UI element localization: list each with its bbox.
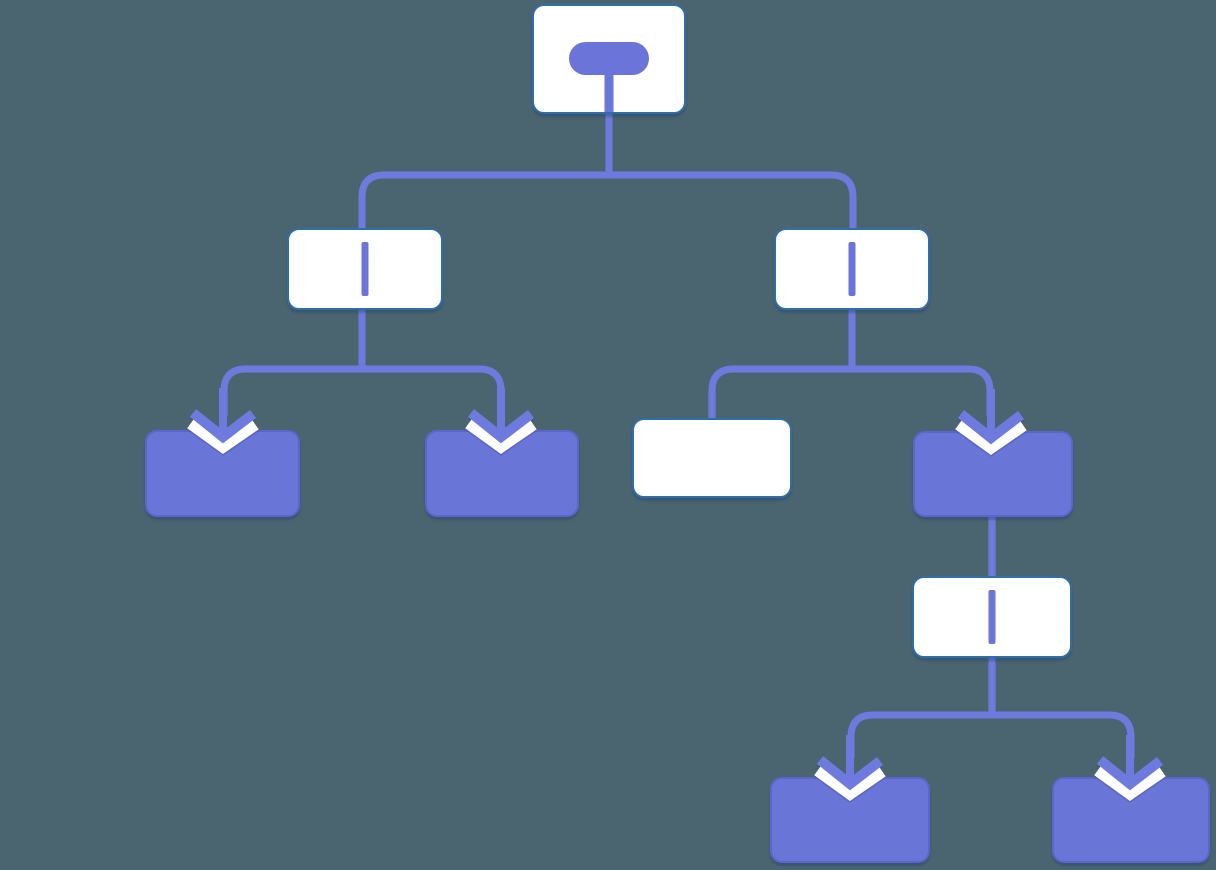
edge-connector: [220, 365, 505, 416]
passthrough-line-icon: [988, 590, 996, 644]
collapse-chevron-marker[interactable]: [1090, 735, 1170, 801]
node-empty-white[interactable]: [632, 418, 792, 498]
chevron-white-icon: [814, 764, 886, 801]
node-root-topic[interactable]: [532, 4, 686, 114]
chevron-white-icon: [187, 417, 259, 454]
edge-connector: [847, 711, 1135, 758]
chevron-white-icon: [465, 417, 537, 454]
arrow-down-icon: [1096, 756, 1164, 791]
root-topic-icon: [569, 42, 649, 75]
arrow-down-icon: [467, 409, 535, 444]
node-branch-right-passthrough[interactable]: [774, 228, 930, 310]
passthrough-line-icon: [848, 242, 856, 296]
node-lower-passthrough[interactable]: [912, 576, 1072, 658]
edge-connector: [708, 365, 994, 422]
arrow-down-icon: [189, 409, 257, 444]
passthrough-line-icon: [361, 242, 369, 296]
collapse-chevron-marker[interactable]: [810, 735, 890, 801]
node-branch-left-passthrough[interactable]: [287, 228, 443, 310]
chevron-white-icon: [955, 418, 1027, 455]
collapse-chevron-marker[interactable]: [461, 388, 541, 454]
arrow-down-icon: [816, 756, 884, 791]
root-topic-stem-icon: [604, 73, 614, 112]
chevron-white-icon: [1094, 764, 1166, 801]
collapse-chevron-marker[interactable]: [951, 389, 1031, 455]
edge-connector: [358, 171, 857, 232]
collapse-chevron-marker[interactable]: [183, 388, 263, 454]
arrow-down-icon: [957, 410, 1025, 445]
